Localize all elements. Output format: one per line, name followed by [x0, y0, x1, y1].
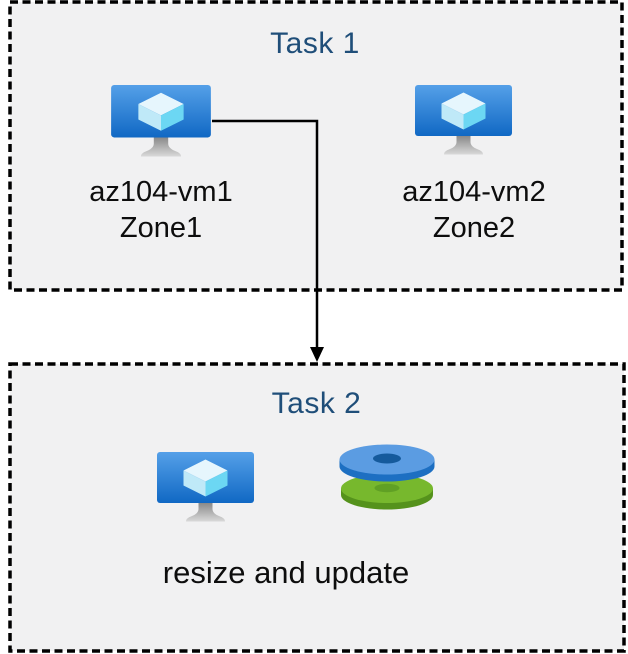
connector-arrowhead: [310, 347, 324, 362]
task1-title: Task 1: [270, 27, 360, 60]
task2-title: Task 2: [271, 387, 362, 420]
vm1-label: az104-vm1 Zone1: [59, 174, 263, 246]
vm1-zone: Zone1: [119, 212, 203, 244]
task2-group: Task 2 resize and update: [8, 362, 625, 652]
vm2-name: az104-vm2: [402, 176, 546, 208]
cube-right-face: [205, 470, 228, 497]
green-disk-hole: [374, 483, 400, 493]
blue-disk-hole: [373, 453, 401, 464]
cube-right-face: [161, 104, 184, 131]
vm-stand: [444, 136, 483, 155]
connector-line: [212, 119, 319, 349]
cube-left-face: [183, 470, 206, 497]
task2-box-outline: [8, 362, 626, 653]
task1-group: Task 1 az104-vm1 Zone1 az104-vm2 Zone2: [8, 2, 622, 290]
virtual-machine-icon: [111, 85, 211, 157]
cube-left-face: [441, 103, 464, 130]
task2-caption: resize and update: [162, 555, 410, 590]
disks-icon: [339, 444, 435, 510]
virtual-machine-icon: [157, 452, 254, 522]
cube-right-face: [463, 103, 486, 130]
vm2-label: az104-vm2 Zone2: [372, 174, 576, 246]
virtual-machine-icon: [415, 85, 512, 155]
vm-stand: [186, 503, 225, 522]
vm1-name: az104-vm1: [89, 176, 233, 208]
vm-stand: [140, 137, 182, 157]
cube-left-face: [138, 104, 161, 131]
vm2-zone: Zone2: [432, 212, 516, 244]
